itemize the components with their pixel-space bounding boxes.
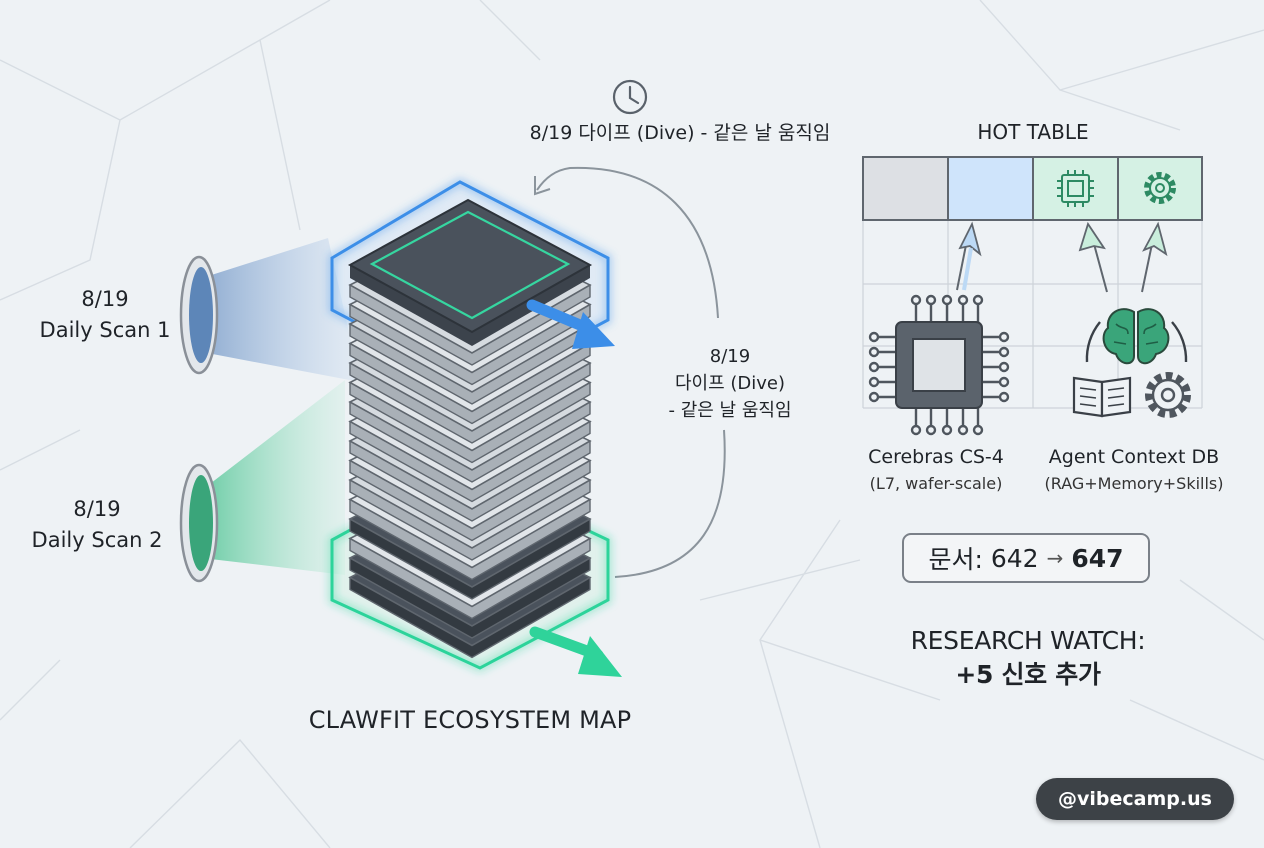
green-output-arrow [529, 626, 622, 677]
chip-pin-end [998, 331, 1010, 343]
hot-arrow-1 [956, 221, 982, 291]
scan-beam-2 [202, 380, 345, 575]
chip-pin-end [868, 391, 880, 403]
chip-pin-end [998, 361, 1010, 373]
document-count-to: 647 [1071, 543, 1124, 573]
dive-arc-top [536, 166, 719, 319]
hot-cell-1 [862, 156, 949, 221]
agent-context-icon-group [1072, 308, 1191, 418]
brain-icon [1102, 308, 1170, 365]
hot-arrow-2 [1078, 221, 1108, 293]
scan-2-label: 8/19 Daily Scan 2 [0, 494, 202, 556]
research-watch: RESEARCH WATCH: +5 신호 추가 [880, 624, 1176, 692]
chip-pin-end [868, 361, 880, 373]
chip-pin-end [910, 294, 922, 306]
chip-pin-end [941, 294, 953, 306]
scan-2-date: 8/19 [73, 497, 121, 521]
hot-table-title: HOT TABLE [977, 120, 1089, 144]
chip-pin-end [868, 376, 880, 388]
chip-pin-end [868, 331, 880, 343]
hot-table [862, 156, 1203, 409]
chip-pin-end [925, 294, 937, 306]
chip-pin-end [972, 424, 984, 436]
scan-2-name: Daily Scan 2 [31, 528, 163, 552]
cerebras-name: Cerebras CS-4 [868, 446, 1004, 468]
dive-side-label: 8/19 다이프 (Dive) - 같은 날 움직임 [630, 343, 830, 424]
hot-cell-2 [947, 156, 1034, 221]
dive-side-title: 다이프 (Dive) [674, 373, 786, 394]
scan-beam-1 [202, 238, 360, 382]
ecosystem-map-title: CLAWFIT ECOSYSTEM MAP [308, 706, 632, 734]
dive-arc-arrowhead [534, 176, 551, 196]
book-icon [1072, 376, 1132, 418]
dive-side-note: - 같은 날 움직임 [668, 400, 792, 421]
chip-pin-end [972, 294, 984, 306]
chip-pin-end [925, 424, 937, 436]
chip-pin-end [998, 391, 1010, 403]
document-count-box: 문서: 642 → 647 [902, 533, 1150, 583]
clock-icon [612, 79, 648, 115]
vibecamp-badge[interactable]: @vibecamp.us [1036, 778, 1234, 820]
document-count-label: 문서: [928, 545, 983, 574]
document-count-arrow: → [1046, 546, 1064, 570]
chip-pin-end [957, 424, 969, 436]
chip-pin-end [957, 294, 969, 306]
hot-arrow-3 [1141, 221, 1168, 293]
cerebras-sub: (L7, wafer-scale) [869, 474, 1003, 493]
chip-pin-end [868, 346, 880, 358]
gear-icon [1145, 372, 1191, 418]
scan-1-date: 8/19 [81, 287, 129, 311]
hot-cell-gear-icon [1144, 172, 1176, 204]
chip-pin-end [910, 424, 922, 436]
hot-cell-chip-icon [1057, 170, 1094, 207]
agent-db-name: Agent Context DB [1048, 446, 1220, 468]
document-count-from: 642 [990, 543, 1039, 573]
research-watch-title: RESEARCH WATCH: [910, 626, 1146, 655]
top-slab [347, 198, 593, 346]
chip-pin-end [941, 424, 953, 436]
dive-top-label: 8/19 다이프 (Dive) - 같은 날 움직임 [529, 122, 831, 144]
top-glow-frame-blur [328, 177, 612, 393]
scan-1-name: Daily Scan 1 [39, 318, 171, 342]
cerebras-chip-icon [868, 294, 1010, 436]
dive-side-date: 8/19 [709, 346, 751, 367]
dive-arc-bottom [614, 429, 726, 578]
blue-output-arrow [526, 299, 615, 349]
scan-1-label: 8/19 Daily Scan 1 [0, 284, 210, 346]
agent-db-sub: (RAG+Memory+Skills) [1044, 474, 1224, 493]
chip-pin-end [998, 346, 1010, 358]
scanner-1 [179, 255, 219, 375]
chip-pin-end [998, 376, 1010, 388]
hot-cell-3 [1032, 156, 1119, 221]
research-watch-signals: +5 신호 추가 [955, 660, 1101, 689]
scanner-2 [179, 463, 219, 583]
